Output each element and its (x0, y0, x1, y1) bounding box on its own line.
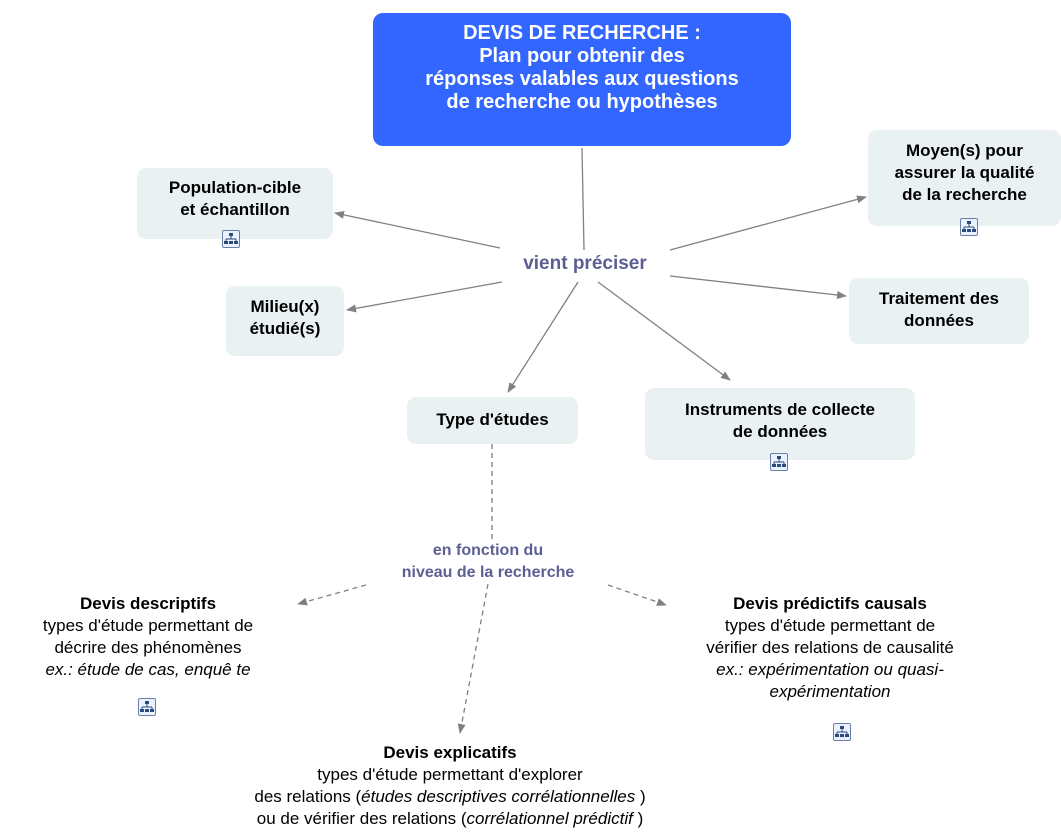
predictifs-line-1: types d'étude permettant de (724, 616, 936, 635)
concept-type-etudes[interactable]: Type d'études (407, 397, 578, 444)
explicatifs-line-3-post: ) (632, 809, 644, 828)
moyens-line-1: Moyen(s) pour (905, 141, 1024, 160)
dashed-to-predictifs (607, 584, 667, 606)
population-line-1: Population-cible (168, 178, 302, 197)
explicatifs-line-2-italic: études descriptives corrélationnelles (361, 787, 636, 806)
population-line-2: et échantillon (180, 200, 290, 219)
concept-population-cible[interactable]: Population-cible et échantillon (137, 168, 333, 239)
descriptifs-line-2: décrire des phénomènes (54, 638, 242, 657)
explicatifs-line-3-italic: corrélationnel prédictif (466, 809, 633, 828)
traitement-line-2: données (904, 311, 974, 330)
arrow-to-instruments (597, 281, 731, 381)
explicatifs-line-2: des relations (études descriptives corré… (165, 786, 735, 808)
explicatifs-line-2-post: ) (635, 787, 646, 806)
level-label-line-2: niveau de la recherche (401, 564, 575, 581)
moyens-line-2: assurer la qualité (894, 163, 1035, 182)
explicatifs-title: Devis explicatifs (383, 743, 517, 762)
concept-moyens-qualite[interactable]: Moyen(s) pour assurer la qualité de la r… (868, 130, 1061, 226)
predictifs-example-1: ex.: expérimentation ou quasi- (716, 660, 944, 679)
moyens-line-3: de la recherche (902, 185, 1027, 204)
root-line-4: de recherche ou hypothèses (446, 91, 718, 113)
descriptifs-line-1: types d'étude permettant de (42, 616, 254, 635)
explicatifs-line-3-pre: ou de vérifier des relations ( (256, 809, 467, 828)
concept-devis-predictifs-causals[interactable]: Devis prédictifs causals types d'étude p… (650, 593, 1010, 703)
milieu-line-1: Milieu(x) (250, 297, 320, 316)
concept-map-icon[interactable] (138, 698, 156, 716)
arrow-to-moyens (669, 195, 867, 251)
instruments-line-2: de données (732, 422, 828, 441)
concept-map-icon[interactable] (770, 453, 788, 471)
root-concept-devis-de-recherche[interactable]: DEVIS DE RECHERCHE : Plan pour obtenir d… (373, 13, 791, 146)
arrow-to-traitement (669, 275, 847, 299)
explicatifs-line-1: types d'étude permettant d'explorer (317, 765, 583, 784)
explicatifs-line-3: ou de vérifier des relations (corrélatio… (165, 808, 735, 830)
predictifs-example-2: expérimentation (769, 682, 891, 701)
instruments-line-1: Instruments de collecte (685, 400, 875, 419)
descriptifs-example: ex.: étude de cas, enquê te (45, 660, 251, 679)
root-line-3: réponses valables aux questions (425, 68, 739, 90)
descriptifs-title: Devis descriptifs (79, 594, 217, 613)
concept-map-icon[interactable] (833, 723, 851, 741)
link-label-vient-preciser: vient préciser (500, 252, 670, 276)
arrow-to-milieu (346, 281, 503, 313)
predictifs-line-2: vérifier des relations de causalité (706, 638, 954, 657)
concept-milieux-etudies[interactable]: Milieu(x) étudié(s) (226, 286, 344, 356)
traitement-line-1: Traitement des (879, 289, 999, 308)
concept-instruments-collecte[interactable]: Instruments de collecte de données (645, 388, 915, 460)
arrow-to-type (507, 281, 579, 393)
milieu-line-2: étudié(s) (249, 319, 321, 338)
explicatifs-line-2-pre: des relations ( (254, 787, 362, 806)
concept-map-icon[interactable] (960, 218, 978, 236)
line-root-to-label (581, 147, 585, 251)
concept-devis-descriptifs[interactable]: Devis descriptifs types d'étude permetta… (0, 593, 296, 681)
root-line-1: DEVIS DE RECHERCHE : (463, 22, 701, 44)
concept-map-icon[interactable] (222, 230, 240, 248)
predictifs-title: Devis prédictifs causals (733, 594, 927, 613)
dashed-to-explicatifs (457, 583, 489, 734)
arrow-to-population (334, 210, 501, 249)
level-label-line-1: en fonction du (432, 542, 544, 559)
concept-traitement-donnees[interactable]: Traitement des données (849, 278, 1029, 344)
concept-devis-explicatifs[interactable]: Devis explicatifs types d'étude permetta… (165, 742, 735, 830)
dashed-to-descriptifs (297, 584, 367, 606)
link-label-niveau-recherche: en fonction du niveau de la recherche (366, 540, 610, 584)
type-line-1: Type d'études (436, 410, 549, 429)
root-line-2: Plan pour obtenir des (479, 45, 685, 67)
